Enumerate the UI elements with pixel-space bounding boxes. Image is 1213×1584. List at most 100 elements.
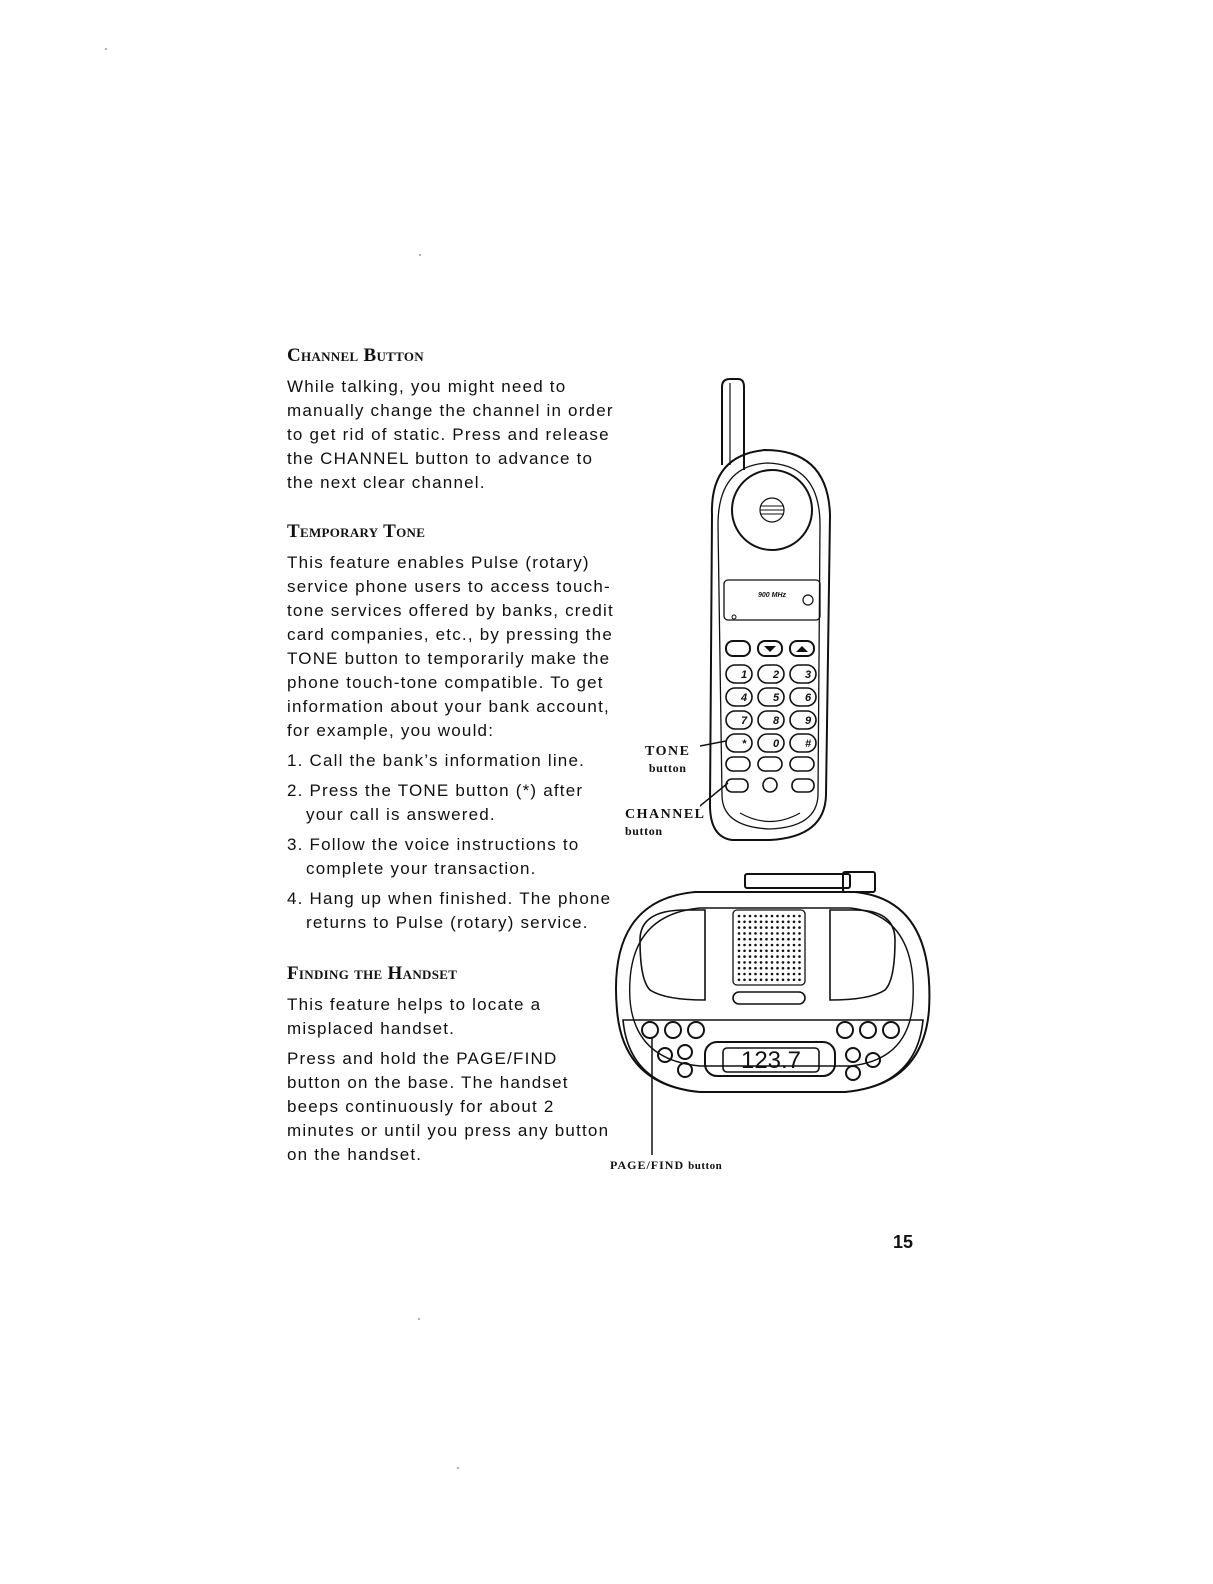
grille-dot bbox=[770, 920, 774, 924]
grille-dot bbox=[781, 914, 785, 918]
grille-dot bbox=[743, 932, 746, 935]
grille-dot bbox=[737, 926, 741, 929]
callout-page-find-label: PAGE/FIND bbox=[610, 1158, 685, 1172]
grille-dot bbox=[754, 932, 757, 935]
grille-dot bbox=[770, 926, 774, 929]
grille-dot bbox=[748, 943, 752, 947]
grille-dot bbox=[765, 920, 768, 924]
grille-dot bbox=[787, 920, 790, 924]
grille-dot bbox=[759, 937, 763, 941]
grille-dot bbox=[787, 943, 790, 947]
grille-dot bbox=[787, 932, 790, 935]
grille-dot bbox=[754, 920, 757, 924]
grille-dot bbox=[754, 955, 757, 958]
callout-channel-label: CHANNEL bbox=[625, 807, 706, 822]
grille-dot bbox=[798, 972, 801, 976]
grille-dot bbox=[737, 937, 741, 941]
grille-dot bbox=[737, 978, 741, 982]
grille-dot bbox=[770, 932, 774, 935]
callout-tone-label: TONE bbox=[645, 744, 691, 759]
grille-dot bbox=[792, 961, 796, 964]
callout-page-find: PAGE/FIND button bbox=[610, 1156, 722, 1175]
grille-dot bbox=[748, 955, 752, 958]
list-item: 1. Call the bank’s information line. bbox=[287, 751, 586, 770]
grille-dot bbox=[787, 937, 790, 941]
grille-dot bbox=[759, 949, 763, 953]
grille-dot bbox=[737, 961, 741, 964]
grille-dot bbox=[770, 943, 774, 947]
grille-dot bbox=[792, 920, 796, 924]
grille-dot bbox=[792, 932, 796, 935]
key-label: 7 bbox=[741, 715, 748, 727]
grille-dot bbox=[743, 972, 746, 976]
grille-dot bbox=[737, 972, 741, 976]
callout-channel: CHANNEL button bbox=[625, 806, 706, 840]
base-display: 123.7 bbox=[741, 1047, 801, 1074]
list-item: 4. Hang up when finished. The phone retu… bbox=[287, 889, 612, 932]
grille-dot bbox=[765, 966, 768, 970]
scan-speck bbox=[457, 1467, 459, 1469]
grille-dot bbox=[798, 943, 801, 947]
grille-dot bbox=[759, 955, 763, 958]
grille-dot bbox=[759, 972, 763, 976]
grille-dot bbox=[765, 914, 768, 918]
grille-dot bbox=[754, 949, 757, 953]
grille-dot bbox=[737, 932, 741, 935]
grille-dot bbox=[770, 978, 774, 982]
grille-dot bbox=[776, 961, 779, 964]
grille-dot bbox=[748, 949, 752, 953]
key-label: 0 bbox=[773, 738, 780, 750]
grille-dot bbox=[781, 932, 785, 935]
grille-dot bbox=[787, 914, 790, 918]
grille-dot bbox=[798, 920, 801, 924]
callout-tone: TONE button bbox=[645, 743, 690, 777]
key-label: # bbox=[805, 738, 812, 750]
grille-dot bbox=[765, 943, 768, 947]
grille-dot bbox=[792, 937, 796, 941]
scan-speck bbox=[419, 254, 421, 256]
grille-dot bbox=[798, 932, 801, 935]
grille-dot bbox=[743, 955, 746, 958]
grille-dot bbox=[759, 914, 763, 918]
paragraph: This feature helps to locate a misplaced… bbox=[287, 995, 542, 1038]
key-label: 4 bbox=[740, 692, 747, 704]
grille-dot bbox=[759, 943, 763, 947]
grille-dot bbox=[792, 966, 796, 970]
grille-dot bbox=[770, 955, 774, 958]
grille-dot bbox=[776, 978, 779, 982]
grille-dot bbox=[792, 943, 796, 947]
grille-dot bbox=[781, 978, 785, 982]
grille-dot bbox=[781, 966, 785, 970]
list-item: 3. Follow the voice instructions to comp… bbox=[287, 835, 580, 878]
key-label: 1 bbox=[741, 669, 747, 681]
grille-dot bbox=[765, 972, 768, 976]
grille-dot bbox=[781, 949, 785, 953]
grille-dot bbox=[743, 937, 746, 941]
grille-dot bbox=[787, 961, 790, 964]
heading-temporary-tone: Temporary Tone bbox=[287, 521, 426, 542]
grille-dot bbox=[781, 943, 785, 947]
grille-dot bbox=[748, 914, 752, 918]
key-label: 8 bbox=[773, 715, 780, 727]
grille-dot bbox=[754, 966, 757, 970]
grille-dot bbox=[765, 937, 768, 941]
grille-dot bbox=[743, 914, 746, 918]
grille-dot bbox=[759, 966, 763, 970]
grille-dot bbox=[737, 949, 741, 953]
grille-dot bbox=[770, 949, 774, 953]
grille-dot bbox=[754, 926, 757, 929]
grille-dot bbox=[754, 978, 757, 982]
grille-dot bbox=[765, 932, 768, 935]
callout-page-find-sub: button bbox=[688, 1160, 723, 1172]
grille-dot bbox=[776, 972, 779, 976]
key-label: 5 bbox=[773, 692, 780, 704]
grille-dot bbox=[787, 972, 790, 976]
grille-dot bbox=[759, 920, 763, 924]
grille-dot bbox=[781, 937, 785, 941]
grille-dot bbox=[743, 978, 746, 982]
grille-dot bbox=[792, 955, 796, 958]
key-label: 9 bbox=[805, 715, 812, 727]
callout-channel-sub: button bbox=[625, 824, 663, 838]
grille-dot bbox=[743, 966, 746, 970]
grille-dot bbox=[798, 949, 801, 953]
